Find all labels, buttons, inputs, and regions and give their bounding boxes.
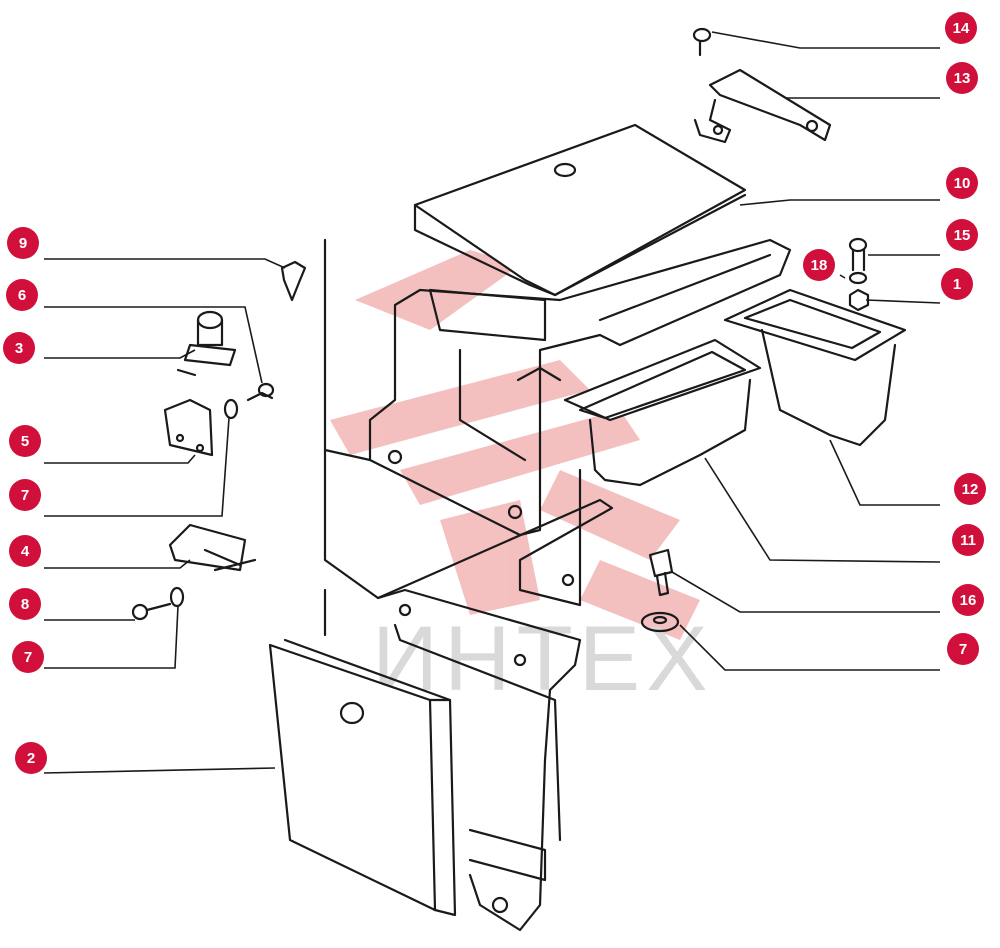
nut-part-1: [848, 288, 870, 312]
hinge-part-4: [168, 523, 257, 572]
callout-16-label: 16: [960, 592, 977, 609]
leader-lines: [43, 31, 941, 774]
callout-9-label: 9: [19, 235, 27, 252]
door-part-2: [268, 638, 457, 917]
bin-part-12: [723, 288, 907, 447]
lid-part-10: [413, 123, 747, 297]
screw-part-14: [692, 27, 712, 57]
callout-2-label: 2: [27, 750, 35, 767]
screw-part-15: [848, 237, 868, 272]
callout-18-label: 18: [811, 257, 828, 274]
callout-9: 9: [7, 227, 39, 259]
watermark-emblem: [330, 250, 700, 640]
callout-11: 11: [952, 524, 984, 556]
callout-11-label: 11: [960, 532, 976, 549]
callout-15: 15: [946, 219, 978, 251]
callout-3: 3: [3, 332, 35, 364]
callout-13-label: 13: [954, 70, 971, 87]
watermark: ИНТЕХ: [330, 250, 708, 710]
callout-10-label: 10: [954, 175, 971, 192]
callout-7-right-label: 7: [959, 641, 967, 658]
callout-4: 4: [9, 535, 41, 567]
callout-12: 12: [954, 473, 986, 505]
callout-7-lower: 7: [12, 641, 44, 673]
main-housing: [323, 238, 792, 607]
bin-part-11: [563, 338, 762, 487]
lower-frame: [323, 588, 582, 932]
callout-10: 10: [946, 167, 978, 199]
callout-12-label: 12: [962, 481, 979, 498]
washer-part-18: [848, 271, 868, 285]
callout-13: 13: [946, 62, 978, 94]
washer-part-7-right: [640, 611, 680, 633]
lock-part-3: [176, 310, 237, 377]
callout-8: 8: [9, 588, 41, 620]
callout-15-label: 15: [954, 227, 971, 244]
callout-6-label: 6: [18, 287, 26, 304]
washer-part-7-lower: [169, 586, 185, 608]
hinge-part-13: [693, 68, 832, 144]
callout-14-label: 14: [953, 20, 970, 37]
callout-6: 6: [6, 279, 38, 311]
callout-1-label: 1: [953, 276, 961, 293]
callout-5-label: 5: [21, 433, 29, 450]
callout-14: 14: [945, 12, 977, 44]
callout-18: 18: [803, 249, 835, 281]
callout-7-upper-label: 7: [21, 487, 29, 504]
washer-part-7-upper: [223, 398, 239, 420]
callout-2: 2: [15, 742, 47, 774]
screw-part-8: [131, 602, 172, 621]
callout-7-upper: 7: [9, 479, 41, 511]
callout-16: 16: [952, 584, 984, 616]
callout-7-right: 7: [947, 633, 979, 665]
screw-part-6: [246, 382, 275, 402]
bracket-part-5: [163, 398, 214, 457]
callout-7-lower-label: 7: [24, 649, 32, 666]
callout-1: 1: [941, 268, 973, 300]
callout-5: 5: [9, 425, 41, 457]
callout-4-label: 4: [21, 543, 30, 560]
callout-3-label: 3: [15, 340, 23, 357]
callout-8-label: 8: [21, 596, 29, 613]
clip-part-9: [280, 260, 307, 302]
